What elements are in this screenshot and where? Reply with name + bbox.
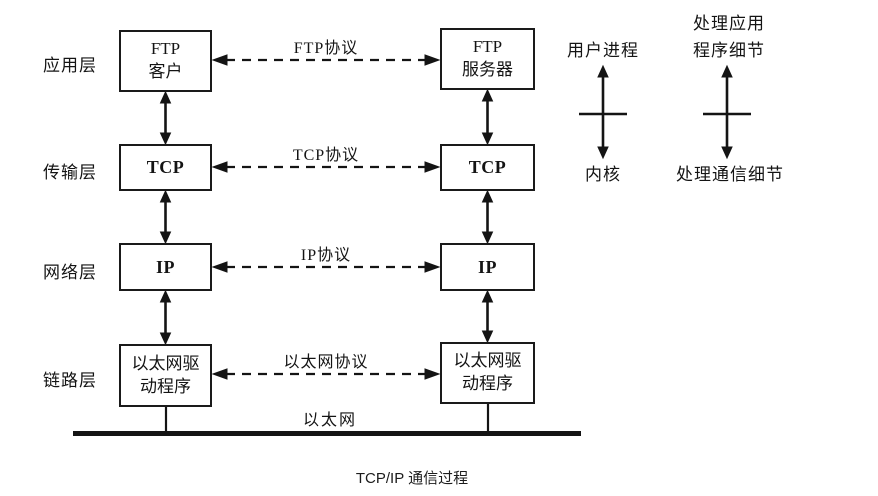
layer-label-transport: 传输层: [43, 163, 97, 182]
node-ftp-server: FTP 服务器: [440, 28, 535, 90]
vertical-double-arrow: [481, 189, 494, 245]
layer-label-application: 应用层: [43, 56, 97, 75]
annotation-user-process: 用户进程: [567, 41, 639, 60]
ethernet-label: 以太网: [302, 412, 357, 429]
layer-label-link: 链路层: [43, 371, 97, 390]
dashed-protocol-arrow: [211, 368, 441, 380]
diagram-title: TCP/IP 通信过程: [355, 470, 469, 487]
layer-label-network: 网络层: [43, 263, 97, 282]
node-tcp-left: TCP: [119, 144, 212, 191]
node-ethernet-driver-right: 以太网驱 动程序: [440, 342, 535, 404]
protocol-label-ftp: FTP协议: [293, 40, 359, 57]
node-ip-right: IP: [440, 243, 535, 291]
dashed-protocol-arrow: [211, 261, 441, 273]
crossed-double-arrow: [579, 64, 627, 160]
node-ip-left: IP: [119, 243, 212, 291]
vertical-double-arrow: [481, 289, 494, 344]
ethernet-bus-line: [73, 403, 581, 436]
protocol-label-ethernet: 以太网协议: [283, 354, 369, 371]
protocol-label-ip: IP协议: [300, 247, 352, 264]
vertical-double-arrow: [159, 90, 172, 146]
node-ftp-client: FTP 客户: [119, 30, 212, 92]
annotation-comm-details: 处理通信细节: [676, 165, 784, 184]
annotation-app-details: 处理应用 程序细节: [693, 14, 765, 60]
vertical-double-arrow: [481, 88, 494, 146]
dashed-protocol-arrow: [211, 54, 441, 66]
vertical-double-arrow: [159, 289, 172, 346]
vertical-double-arrow: [159, 189, 172, 245]
crossed-double-arrow: [703, 64, 751, 160]
node-tcp-right: TCP: [440, 144, 535, 191]
protocol-label-tcp: TCP协议: [292, 147, 360, 164]
node-ethernet-driver-left: 以太网驱 动程序: [119, 344, 212, 407]
dashed-protocol-arrow: [211, 161, 441, 173]
annotation-kernel: 内核: [585, 165, 621, 184]
